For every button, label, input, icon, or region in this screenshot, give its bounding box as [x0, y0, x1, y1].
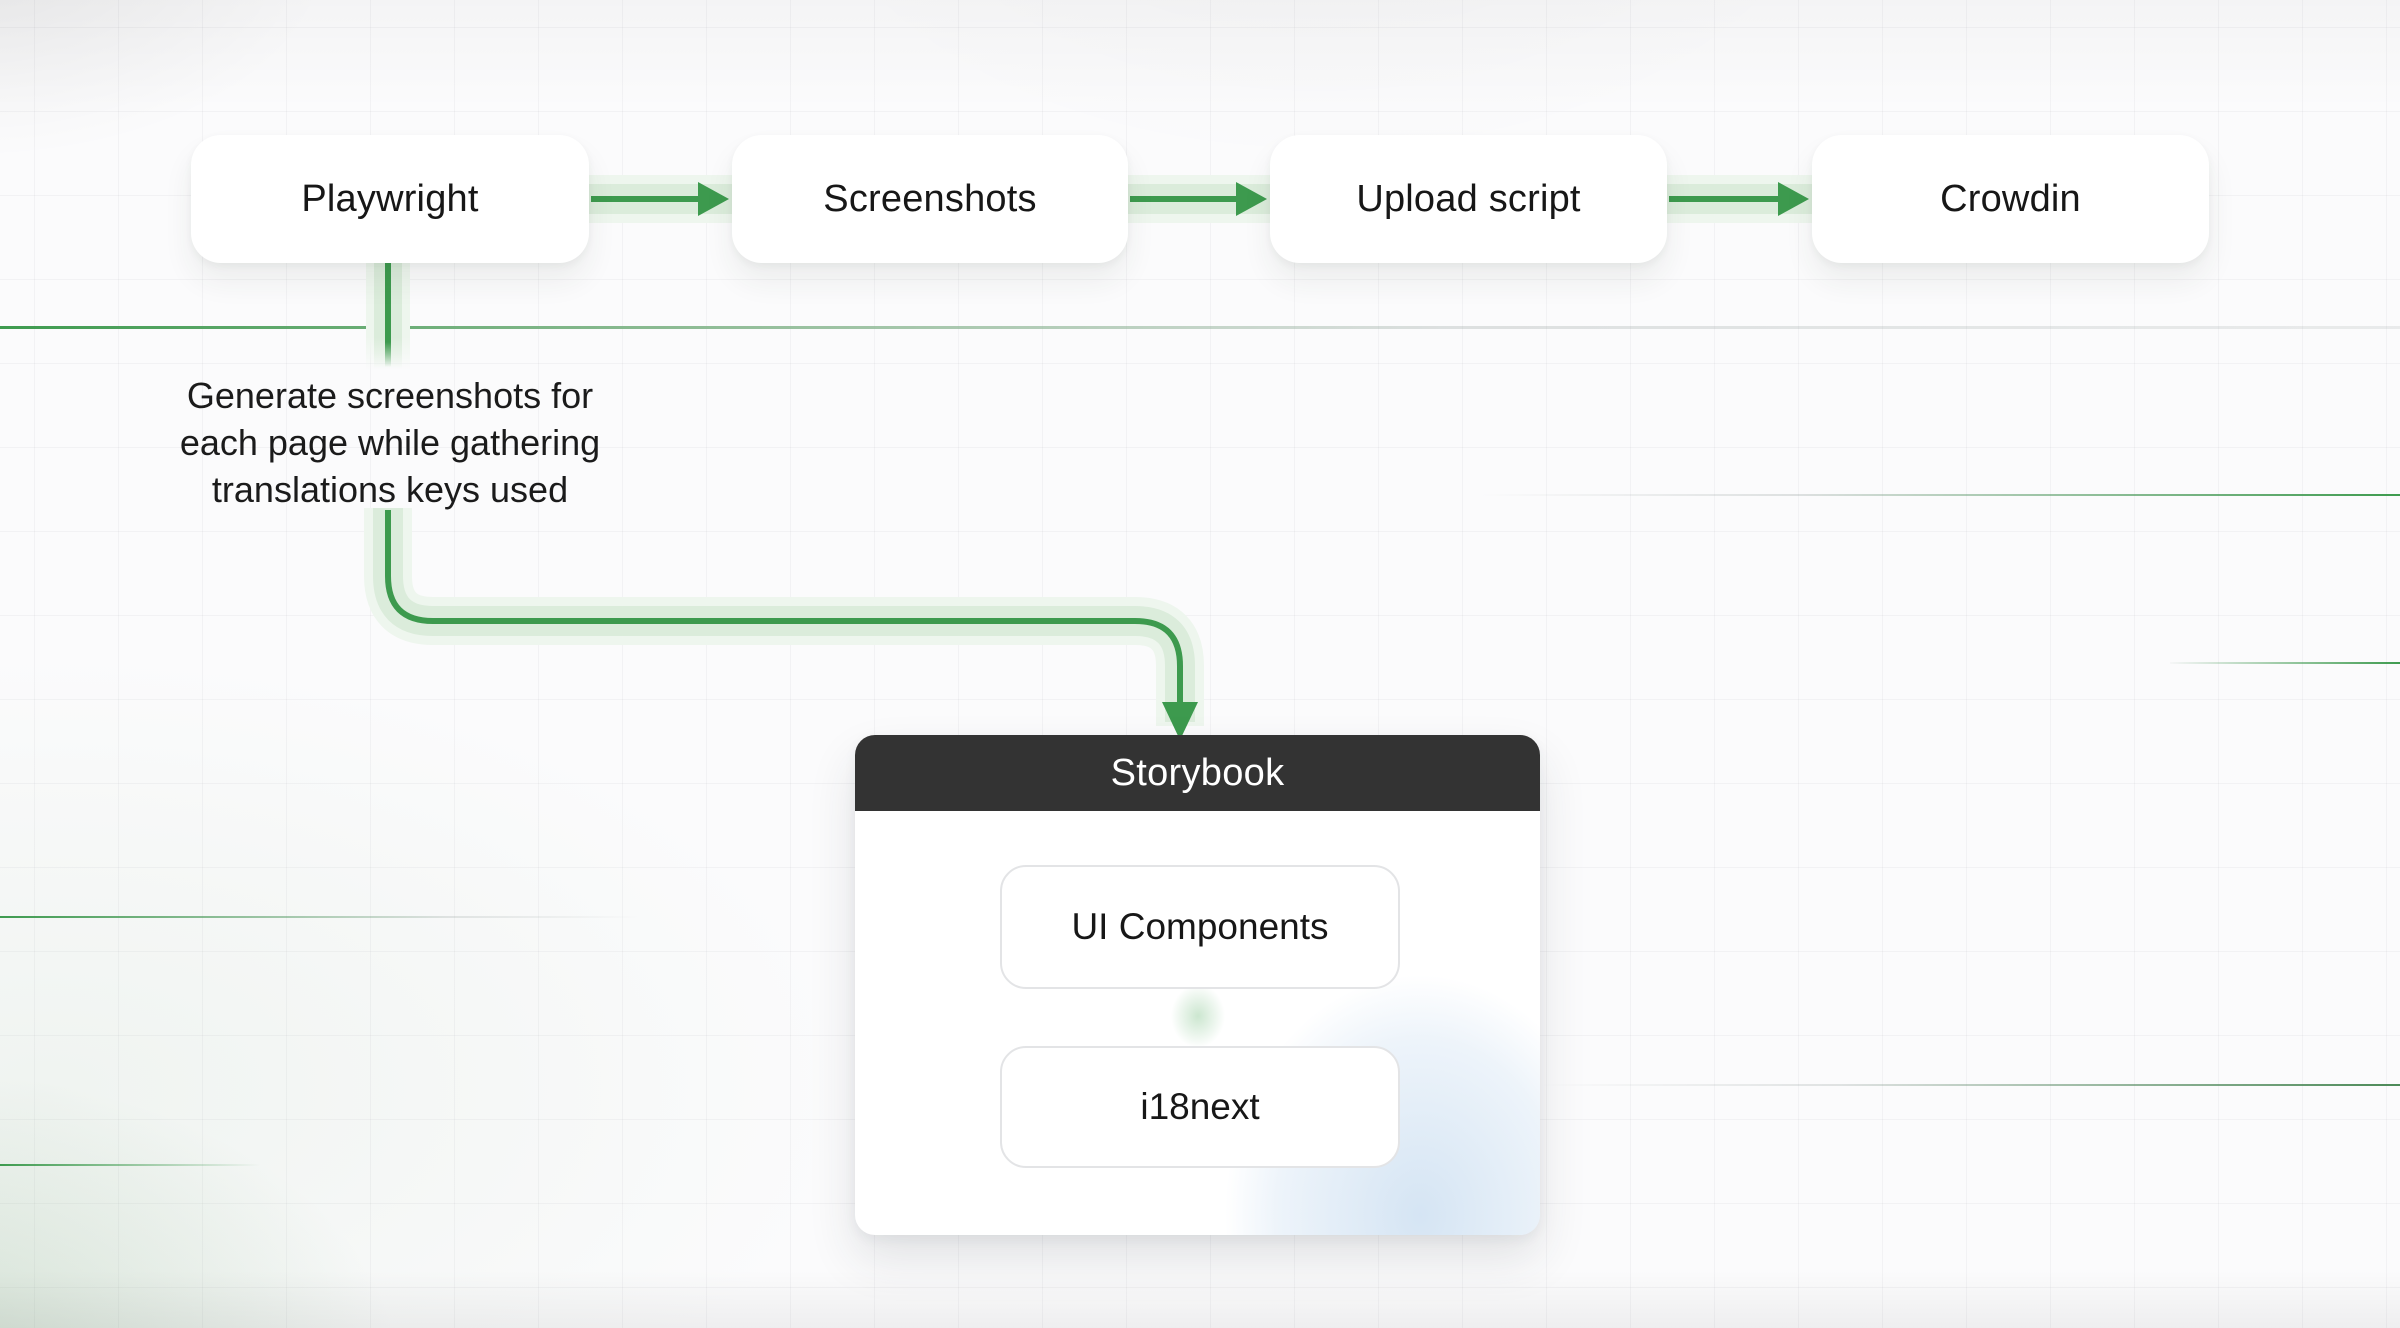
node-label: UI Components [1071, 906, 1329, 947]
edge-glow [1128, 184, 1270, 214]
annotation-line: Generate screenshots for [186, 375, 594, 416]
edge-glow [1667, 184, 1812, 214]
arrowhead-icon [1236, 182, 1267, 216]
decor-line [1540, 1084, 2400, 1086]
edge-glow [373, 508, 1195, 722]
node-playwright: Playwright [191, 135, 589, 263]
edge-glow [1128, 175, 1270, 223]
edge-glow [589, 184, 732, 214]
arrowhead-icon [698, 182, 729, 216]
node-label: Crowdin [1940, 177, 2081, 220]
arrowhead-icon [1778, 182, 1809, 216]
edge-line [385, 263, 391, 367]
edge-screenshots-upload-script [1128, 175, 1270, 223]
node-upload-script: Upload script [1270, 135, 1667, 263]
decor-line [0, 1164, 260, 1166]
edge-playwright-screenshots [589, 175, 732, 223]
edge-upload-script-crowdin [1667, 175, 1812, 223]
decor-line [2170, 662, 2400, 664]
edge-glow [364, 508, 1204, 726]
node-screenshots: Screenshots [732, 135, 1128, 263]
storybook-group-header: Storybook [855, 735, 1540, 811]
node-label: i18next [1140, 1086, 1260, 1127]
edge-glow [1667, 175, 1812, 223]
node-i18next: i18next [1000, 1046, 1400, 1168]
edge-line [385, 510, 1183, 704]
decor-line [0, 326, 2400, 329]
storybook-group-title: Storybook [1110, 751, 1285, 794]
edge-glow [366, 263, 410, 371]
node-crowdin: Crowdin [1812, 135, 2209, 263]
decor-line [0, 916, 640, 918]
node-label: Upload script [1356, 177, 1581, 220]
node-label: Playwright [301, 177, 479, 220]
decor-line [1480, 494, 2400, 496]
edge-glow [374, 263, 402, 369]
annotation-line: translations keys used [211, 469, 569, 510]
node-label: Screenshots [823, 177, 1037, 220]
edge-playwright-storybook [364, 508, 1204, 740]
edge-annotation-label: Generate screenshots for each page while… [155, 372, 625, 513]
annotation-line: each page while gathering [179, 422, 601, 463]
edge-glow [589, 175, 732, 223]
node-ui-components: UI Components [1000, 865, 1400, 989]
